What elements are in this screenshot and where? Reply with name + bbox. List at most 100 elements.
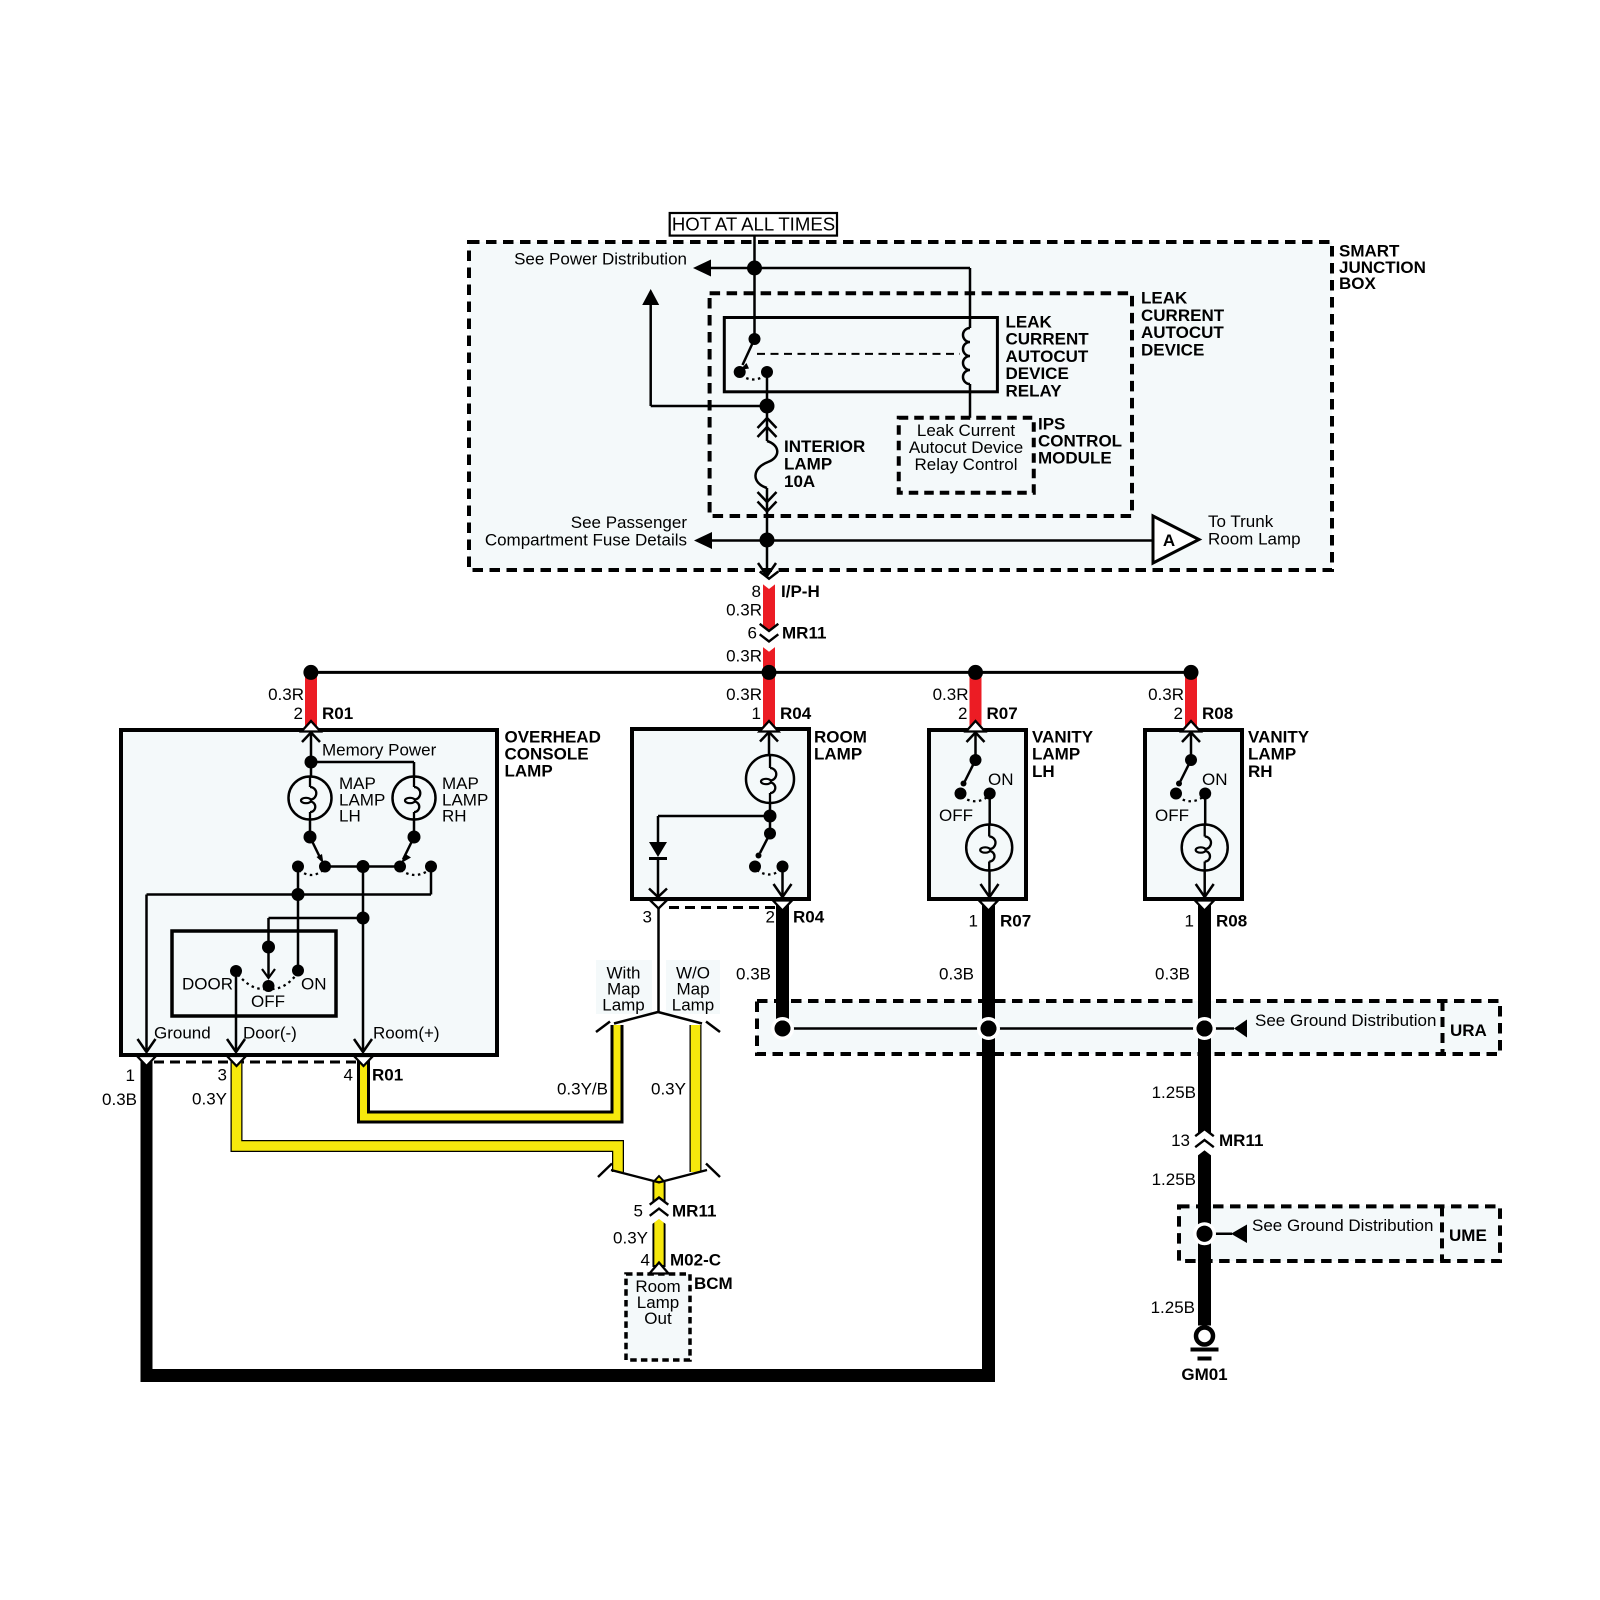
svg-text:R04: R04 (780, 704, 812, 723)
svg-text:See Passenger: See Passenger (571, 513, 688, 532)
svg-text:DEVICE: DEVICE (1141, 340, 1204, 359)
svg-text:0.3R: 0.3R (726, 601, 762, 620)
svg-text:LAMP: LAMP (505, 762, 553, 781)
svg-text:SMART: SMART (1339, 242, 1400, 261)
svg-text:UME: UME (1449, 1226, 1487, 1245)
svg-text:VANITY: VANITY (1248, 727, 1310, 746)
svg-text:I/P-H: I/P-H (781, 582, 820, 601)
svg-text:LAMP: LAMP (814, 745, 862, 764)
svg-text:INTERIOR: INTERIOR (784, 437, 865, 456)
svg-text:R01: R01 (372, 1066, 403, 1085)
svg-text:3: 3 (218, 1066, 227, 1085)
svg-text:MR11: MR11 (782, 624, 826, 643)
svg-text:A: A (1163, 531, 1175, 550)
svg-text:3: 3 (643, 908, 652, 927)
svg-text:1: 1 (969, 912, 978, 931)
svg-text:4: 4 (344, 1066, 353, 1085)
svg-text:RELAY: RELAY (1006, 381, 1063, 400)
svg-text:Room: Room (635, 1277, 680, 1296)
svg-text:LAMP: LAMP (784, 455, 832, 474)
svg-text:1: 1 (752, 704, 761, 723)
svg-text:1: 1 (126, 1066, 135, 1085)
svg-text:LEAK: LEAK (1006, 312, 1053, 331)
svg-text:2: 2 (958, 704, 967, 723)
svg-text:LAMP: LAMP (442, 790, 488, 809)
svg-text:0.3R: 0.3R (268, 685, 304, 704)
svg-text:LEAK: LEAK (1141, 289, 1188, 308)
svg-text:OFF: OFF (939, 806, 973, 825)
svg-text:R07: R07 (1000, 912, 1031, 931)
svg-text:Ground: Ground (154, 1024, 211, 1043)
svg-text:0.3Y: 0.3Y (651, 1080, 686, 1099)
svg-text:Room Lamp: Room Lamp (1208, 530, 1301, 549)
svg-text:LH: LH (339, 807, 361, 826)
svg-text:0.3B: 0.3B (939, 965, 974, 984)
svg-text:0.3R: 0.3R (1148, 685, 1184, 704)
svg-text:DOOR: DOOR (182, 975, 233, 994)
svg-text:Lamp: Lamp (672, 996, 715, 1015)
svg-text:ROOM: ROOM (814, 727, 867, 746)
svg-text:R04: R04 (793, 908, 825, 927)
svg-text:BCM: BCM (694, 1274, 733, 1293)
svg-text:IPS: IPS (1038, 415, 1065, 434)
svg-text:CONSOLE: CONSOLE (505, 745, 589, 764)
svg-text:LAMP: LAMP (1032, 745, 1080, 764)
svg-text:OFF: OFF (1155, 806, 1189, 825)
svg-text:HOT AT ALL TIMES: HOT AT ALL TIMES (672, 214, 835, 235)
svg-text:See Ground Distribution: See Ground Distribution (1252, 1216, 1433, 1235)
svg-text:Lamp: Lamp (602, 996, 645, 1015)
svg-text:Leak Current: Leak Current (917, 421, 1016, 440)
svg-text:0.3Y/B: 0.3Y/B (557, 1080, 608, 1099)
svg-text:Memory Power: Memory Power (322, 741, 437, 760)
svg-text:With: With (607, 964, 641, 983)
svg-text:Autocut Device: Autocut Device (909, 438, 1023, 457)
svg-text:AUTOCUT: AUTOCUT (1141, 323, 1224, 342)
svg-text:0.3B: 0.3B (736, 965, 771, 984)
svg-text:LH: LH (1032, 762, 1055, 781)
svg-text:MR11: MR11 (672, 1202, 716, 1221)
svg-text:0.3R: 0.3R (726, 647, 762, 666)
svg-text:Room(+): Room(+) (373, 1024, 440, 1043)
svg-text:0.3B: 0.3B (102, 1090, 137, 1109)
svg-text:5: 5 (634, 1202, 643, 1221)
svg-text:0.3Y: 0.3Y (192, 1090, 227, 1109)
svg-text:R08: R08 (1202, 704, 1233, 723)
svg-text:Compartment Fuse Details: Compartment Fuse Details (485, 531, 687, 550)
svg-text:R07: R07 (987, 704, 1018, 723)
svg-text:ON: ON (301, 975, 327, 994)
svg-text:R08: R08 (1216, 912, 1247, 931)
svg-text:BOX: BOX (1339, 274, 1377, 293)
svg-text:MR11: MR11 (1219, 1131, 1263, 1150)
svg-text:2: 2 (294, 704, 303, 723)
svg-text:To Trunk: To Trunk (1208, 512, 1274, 531)
svg-text:13: 13 (1171, 1131, 1190, 1150)
svg-text:Door(-): Door(-) (243, 1024, 297, 1043)
svg-text:0.3R: 0.3R (726, 685, 762, 704)
svg-text:CURRENT: CURRENT (1141, 306, 1225, 325)
svg-text:OFF: OFF (251, 992, 285, 1011)
svg-text:Map: Map (607, 980, 640, 999)
svg-text:2: 2 (1174, 704, 1183, 723)
svg-text:2: 2 (766, 908, 775, 927)
svg-text:Relay Control: Relay Control (915, 455, 1018, 474)
svg-text:RH: RH (1248, 762, 1273, 781)
svg-text:Map: Map (676, 980, 709, 999)
svg-text:MAP: MAP (339, 774, 376, 793)
svg-text:LAMP: LAMP (339, 790, 385, 809)
svg-text:R01: R01 (322, 704, 353, 723)
svg-text:MAP: MAP (442, 774, 479, 793)
svg-text:JUNCTION: JUNCTION (1339, 258, 1426, 277)
svg-text:M02-C: M02-C (670, 1251, 721, 1270)
svg-text:6: 6 (748, 624, 757, 643)
svg-text:GM01: GM01 (1181, 1365, 1227, 1384)
svg-text:MODULE: MODULE (1038, 449, 1112, 468)
svg-text:CURRENT: CURRENT (1006, 330, 1090, 349)
svg-text:AUTOCUT: AUTOCUT (1006, 347, 1089, 366)
svg-text:RH: RH (442, 807, 467, 826)
svg-text:0.3R: 0.3R (933, 685, 969, 704)
svg-text:0.3B: 0.3B (1155, 965, 1190, 984)
svg-text:URA: URA (1450, 1021, 1487, 1040)
svg-text:See Power Distribution: See Power Distribution (514, 250, 687, 269)
svg-text:ON: ON (988, 770, 1014, 789)
svg-text:1.25B: 1.25B (1152, 1170, 1196, 1189)
